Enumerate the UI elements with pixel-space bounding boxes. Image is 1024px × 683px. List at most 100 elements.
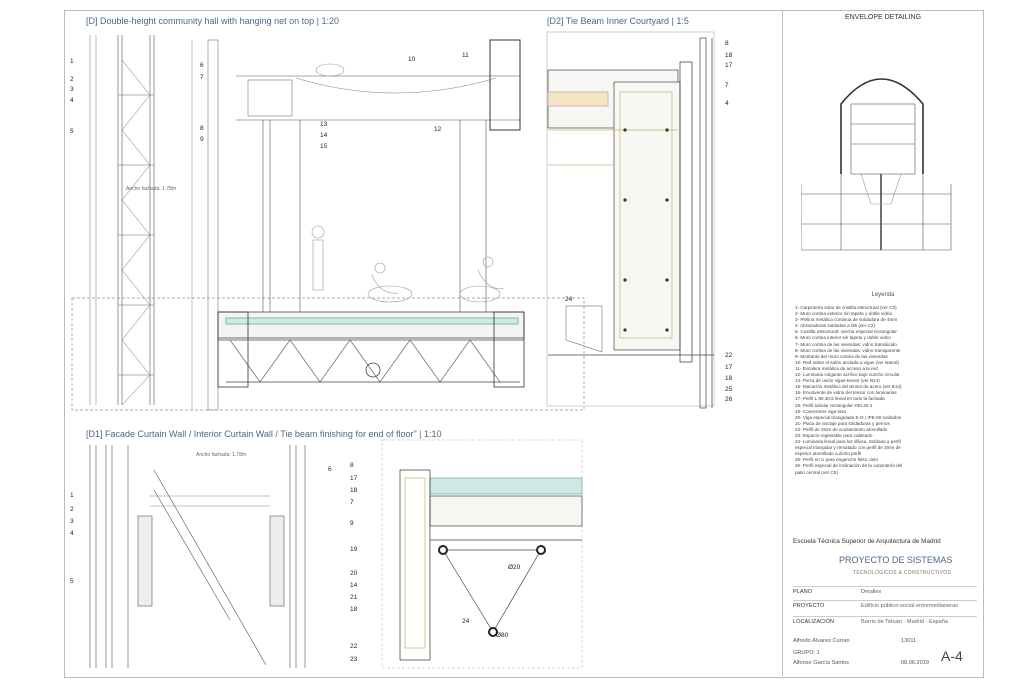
info-row-localizacion: LOCALIZACIÓN Barrio de Tetuán · Madrid ·… (793, 616, 977, 629)
callout-d0-15: 15 (320, 143, 328, 150)
legend-item: 21- Placa de anclaje para soldaduras y p… (795, 420, 890, 426)
info-key: LOCALIZACIÓN (793, 619, 835, 625)
callout-d1-6: 6 (328, 466, 332, 473)
dim-label-facade-width-d0: Ancho fachada: 1.78m (126, 186, 177, 192)
legend-item: 23- Espacio registrable para cableado (795, 432, 873, 438)
callout-d0-6: 6 (200, 62, 204, 69)
callout-d0-12: 12 (434, 126, 442, 133)
callout-d2-24: 24 (565, 296, 573, 303)
legend-item: espesor atornillado a dicho perfil (795, 451, 862, 457)
callout-d0-1: 1 (70, 58, 74, 65)
legend-item: 7- Muro cortina de las viviendas: vidrio… (795, 341, 897, 347)
callout-d1m-24: 24 (462, 618, 470, 625)
d1-slab-truss (381, 439, 583, 669)
envelope-detailing-title: ENVELOPE DETAILING (844, 14, 922, 21)
legend-item: 15- Macarrón metálico del tensor de acer… (795, 384, 902, 390)
legend-list: 1- Carpintería solar de costilla estruct… (795, 305, 977, 476)
callout-d1m-20: 20 (350, 570, 358, 577)
callout-d2-17b: 17 (725, 364, 733, 371)
legend-item: 16- Envolvente de vidrio del tensor con … (795, 390, 897, 396)
info-key: PROYECTO (793, 603, 825, 609)
legend-item: 14- Pieza de unión vigas-tensor (ver B14… (795, 378, 880, 384)
callout-d1m-9: 9 (350, 520, 354, 527)
title-d1: [D1] Facade Curtain Wall / Interior Curt… (86, 429, 442, 439)
d0-facade-truss (89, 35, 219, 411)
callout-d1m-17: 17 (350, 475, 358, 482)
callout-d1m-19: 19 (350, 546, 358, 553)
project-subtitle: TECNOLÓGICOS & CONSTRUCTIVOS (853, 570, 952, 576)
legend-item: 11- Escalera metálica de acceso a la red (795, 365, 878, 371)
callout-d1-3: 3 (70, 518, 74, 525)
callout-d2-25: 25 (725, 386, 733, 393)
callout-d0-8: 8 (200, 125, 204, 132)
callout-d2-18: 18 (725, 52, 733, 59)
callout-d1m-14: 14 (350, 582, 358, 589)
legend-title: Leyenda (871, 292, 895, 298)
info-value: Barrio de Tetuán · Madrid · España (861, 619, 948, 625)
legend-item: 24- Luminaria lineal para luz difusa. So… (795, 439, 901, 445)
legend-item: 9- Montante del muro cortina de las vivi… (795, 353, 888, 359)
d0-floor-slab (217, 311, 525, 388)
group-label: GRUPO: 1 (793, 650, 820, 656)
sheet-number: A-4 (941, 648, 963, 664)
legend-item: 2- Muro cortina exterior sin tapeta y do… (795, 311, 893, 317)
legend-item: 8- Muro cortina de las viviendas: vidrio… (795, 347, 901, 353)
legend-item: 10- Red sobre el salón anclada a vigas (… (795, 359, 899, 365)
legend-item: 19- Conectores viga-losa (795, 408, 847, 414)
d1-reference-box (71, 297, 585, 411)
callout-d2-22: 22 (725, 352, 733, 359)
callout-d0-11: 11 (462, 52, 469, 59)
legend-item: 18- Perfil tubular rectangular #40.40.4 (795, 402, 873, 408)
callout-d0-14: 14 (320, 132, 328, 139)
school-name: Escuela Técnica Superior de Arquitectura… (793, 538, 941, 545)
callout-d1m-18b: 18 (350, 606, 358, 613)
callout-d0-3: 3 (70, 86, 74, 93)
legend-item: 26- Perfil especial de inclinación de la… (795, 463, 903, 469)
legend-item: 4- Abrazaderas soldadas a l35 (ver C2) (795, 323, 875, 329)
student-id: 13011 (901, 638, 917, 644)
d0-hall (236, 39, 521, 312)
callout-d0-13: 13 (320, 121, 328, 128)
legend-item: 22- Perfil de 3mm de ocultamiento atorni… (795, 426, 888, 432)
callout-d1-2: 2 (70, 506, 74, 513)
callout-d1m-18: 18 (350, 487, 358, 494)
callout-d1m-8: 8 (350, 462, 354, 469)
title-block-sidebar: ENVELOPE DETAILING Leyenda 1- Carpinterí… (782, 10, 983, 676)
envelope-section-drawing (801, 78, 952, 251)
callout-d2-4: 4 (725, 100, 729, 107)
student-name-2: Alfonso García Santos (793, 660, 849, 666)
d1-truss-nodes (438, 545, 546, 637)
callout-d0-7: 7 (200, 74, 204, 81)
callout-d0-5: 5 (70, 128, 74, 135)
callout-d2-7: 7 (725, 82, 729, 89)
legend-item: 12- Luminaria colgante acrílico bajo zun… (795, 372, 900, 378)
info-row-plano: PLANO Detalles (793, 586, 977, 599)
legend-item: 6- Muro cortina interior sin tapeta y do… (795, 335, 891, 341)
info-row-proyecto: PROYECTO Edificio público-social entreme… (793, 600, 977, 613)
title-d2: [D2] Tie Beam Inner Courtyard | 1:5 (547, 16, 689, 26)
callout-d0-9: 9 (200, 136, 204, 143)
date-label: 08.06.2019 (901, 660, 929, 666)
callout-d1m-23: 23 (350, 656, 358, 663)
dim-label-diameter-20: Ø20 (508, 564, 521, 571)
callout-d2-26: 26 (725, 396, 733, 403)
info-key: PLANO (793, 589, 812, 595)
callout-d1m-21: 21 (350, 594, 358, 601)
callout-d0-4: 4 (70, 97, 74, 104)
info-value: Edificio público-social entremedianeras (861, 603, 959, 609)
dim-label-diameter-80: Ø80 (496, 632, 509, 639)
callout-d0-2: 2 (70, 76, 74, 83)
legend-item: 25- Perfil en U para enganche falso ciel… (795, 457, 878, 463)
title-d0: [D] Double-height community hall with ha… (86, 16, 339, 26)
legend-item: patio central (ver C5) (795, 469, 838, 475)
callout-d1m-7: 7 (350, 499, 354, 506)
architectural-details-drawing (71, 31, 715, 669)
d0-truss-diagonals (118, 59, 154, 406)
callout-d0-10: 10 (408, 56, 416, 63)
info-value: Detalles (861, 589, 882, 595)
d0-figures (311, 63, 505, 303)
callout-d1-4: 4 (70, 530, 74, 537)
callout-d1-5: 5 (70, 578, 74, 585)
d1-facade (89, 445, 306, 668)
dim-label-facade-width-d1: Ancho fachada: 1.78m (196, 452, 247, 458)
